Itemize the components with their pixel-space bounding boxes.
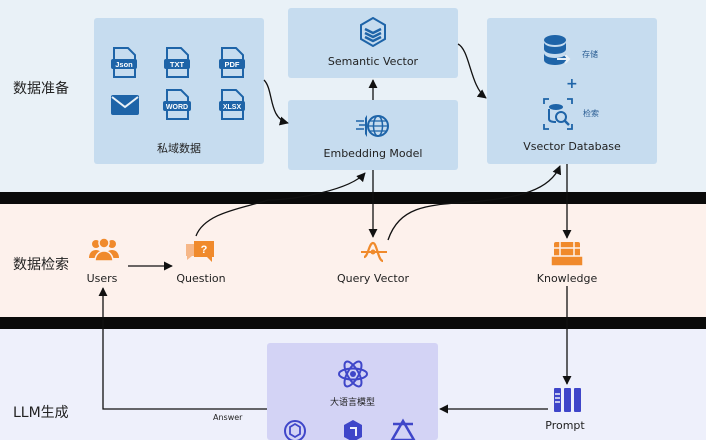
vector-db-label: Vsector Database — [523, 140, 621, 153]
txt-file-icon: TXT — [164, 47, 190, 78]
llm-title: 大语言模型 — [329, 398, 375, 408]
row-label-generation: LLM生成 — [13, 405, 69, 421]
arrow-private-to-embedding — [263, 79, 289, 126]
xlsx-file-label: XLSX — [223, 104, 242, 111]
json-file-icon: Json — [111, 47, 137, 78]
database-search-icon — [543, 98, 573, 130]
users-label: Users — [86, 272, 118, 285]
answer-label: Answer — [213, 413, 243, 422]
store-label: 存储 — [582, 50, 598, 59]
svg-text:?: ? — [201, 244, 208, 256]
arrow-semantic-to-db — [457, 43, 487, 99]
query-vector-icon — [361, 241, 387, 263]
txt-file-label: TXT — [170, 60, 185, 69]
separator-bottom — [0, 317, 706, 329]
vector-layers-icon — [360, 17, 386, 47]
mail-icon — [111, 95, 139, 115]
embedding-icon — [356, 115, 389, 137]
prompt-label: Prompt — [545, 419, 585, 432]
search-label: 检索 — [583, 109, 599, 118]
arrow-query-to-db — [387, 165, 562, 241]
arrow-answer-to-users — [98, 287, 267, 410]
vector-db-panel — [487, 18, 657, 164]
semantic-vector-panel — [288, 8, 458, 78]
row-label-prep: 数据准备 — [13, 81, 69, 97]
question-label: Question — [176, 272, 226, 285]
retrieval-band — [0, 204, 706, 317]
separator-top — [0, 192, 706, 204]
knowledge-box-icon — [550, 242, 584, 267]
xlsx-file-icon: XLSX — [219, 89, 245, 120]
hexagon-model-icon — [344, 420, 362, 440]
pdf-file-icon: PDF — [219, 47, 245, 78]
embedding-model-label: Embedding Model — [323, 147, 423, 160]
prompt-icon — [554, 388, 581, 412]
question-icon: ? — [186, 241, 214, 262]
users-icon — [89, 237, 119, 262]
word-file-label: WORD — [166, 104, 188, 111]
plus-symbol: + — [566, 76, 578, 92]
pdf-file-label: PDF — [225, 60, 240, 69]
row-label-retrieval: 数据检索 — [13, 257, 69, 273]
openai-logo-icon — [284, 420, 306, 440]
database-store-icon — [544, 35, 571, 65]
atom-icon — [338, 360, 368, 388]
private-data-title: 私域数据 — [157, 142, 201, 155]
arrow-question-to-embedding — [195, 172, 366, 237]
json-file-label: Json — [115, 60, 133, 69]
semantic-vector-label: Semantic Vector — [327, 55, 419, 68]
query-vector-label: Query Vector — [337, 272, 409, 285]
triangle-model-icon — [390, 418, 416, 440]
knowledge-label: Knowledge — [536, 272, 598, 285]
word-file-icon: WORD — [163, 89, 191, 120]
